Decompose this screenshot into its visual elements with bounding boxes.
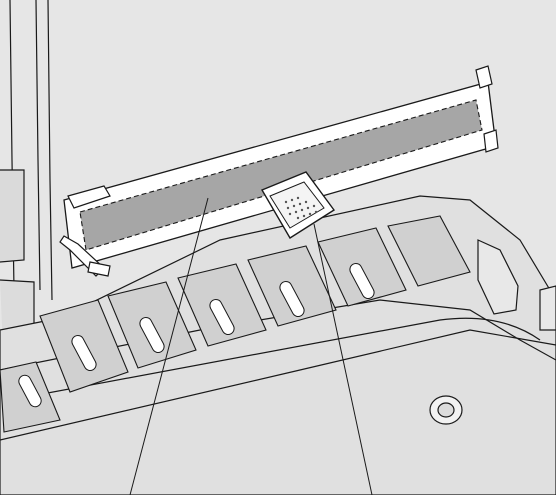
bumper-reflector: [429, 395, 463, 425]
callout-line-squeegee: [313, 223, 373, 495]
step-slots: [18, 263, 375, 408]
callout-lines: [129, 197, 373, 495]
tape-tabs: [59, 65, 499, 277]
tail-light: [477, 239, 556, 331]
squeegee-icon: [260, 171, 336, 239]
callout-line-film: [129, 197, 209, 495]
